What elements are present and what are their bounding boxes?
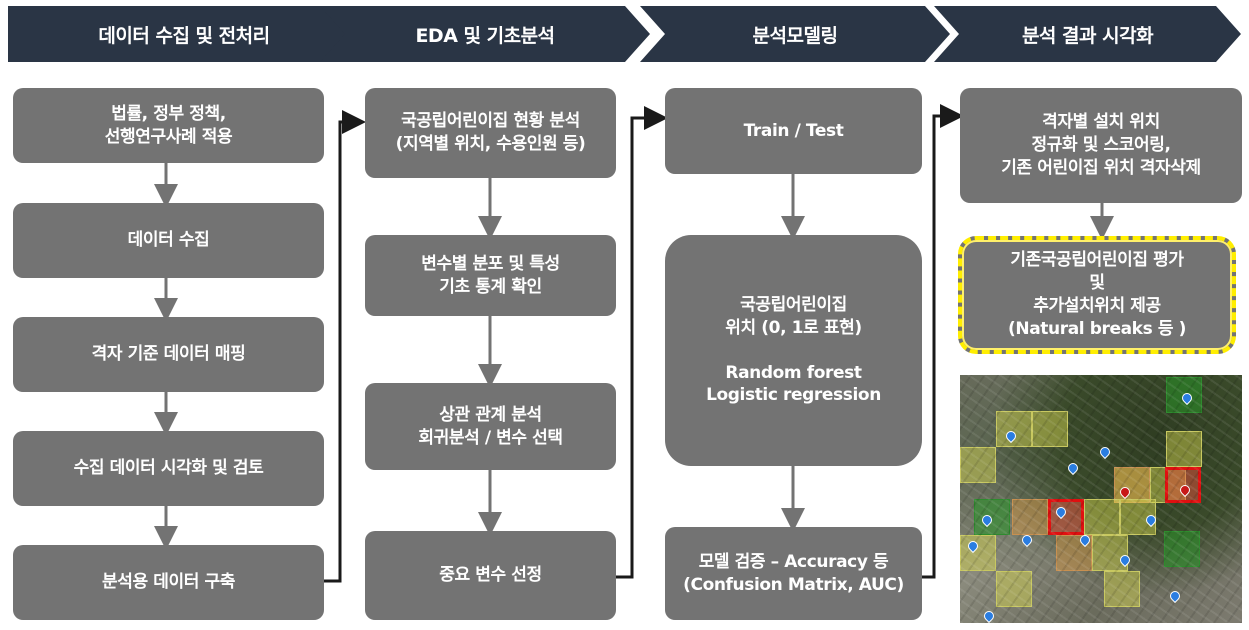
phase-label: 데이터 수집 및 전처리 xyxy=(98,24,270,47)
map-location-pin-icon xyxy=(1077,532,1093,548)
map-grid-cell xyxy=(1164,531,1200,567)
step-text: 수집 데이터 시각화 및 검토 xyxy=(73,458,264,479)
map-grid-cell-selected xyxy=(1048,499,1084,535)
map-location-pin-icon xyxy=(1003,428,1019,444)
step-text: 데이터 수집 xyxy=(127,230,210,251)
step-model-validation: 모델 검증 – Accuracy 등 (Confusion Matrix, AU… xyxy=(665,527,922,620)
step-grid-scoring: 격자별 설치 위치 정규화 및 스코어링, 기존 어린이집 위치 격자삭제 xyxy=(960,88,1242,203)
map-grid-cell xyxy=(1032,411,1068,447)
map-grid-cell xyxy=(1150,467,1186,503)
map-location-pin-icon xyxy=(1117,552,1133,568)
phase-header-visualization: 분석 결과 시각화 xyxy=(934,6,1241,62)
step-variable-distribution: 변수별 분포 및 특성 기초 통계 확인 xyxy=(365,235,616,316)
step-text: 회귀분석 / 변수 선택 xyxy=(418,427,563,448)
step-text: 기초 통계 확인 xyxy=(439,276,542,297)
step-text: Logistic regression xyxy=(706,385,881,406)
step-train-test: Train / Test xyxy=(665,88,922,174)
step-text: 분석용 데이터 구축 xyxy=(102,572,235,593)
step-text: 정규화 및 스코어링, xyxy=(1031,135,1171,156)
phase-header-modeling: 분석모델링 xyxy=(640,6,950,62)
map-location-pin-red-icon xyxy=(1117,484,1133,500)
step-text: 국공립어린이집 현황 분석 xyxy=(401,111,580,132)
step-daycare-status-analysis: 국공립어린이집 현황 분석 (지역별 위치, 수용인원 등) xyxy=(365,88,616,178)
step-text: 선행연구사례 적용 xyxy=(104,126,233,147)
map-grid-cell xyxy=(960,447,996,483)
map-grid-cell xyxy=(1114,467,1150,503)
step-data-collection: 데이터 수집 xyxy=(13,203,324,278)
step-text: 위치 (0, 1로 표현) xyxy=(725,317,862,338)
step-text: 법률, 정부 정책, xyxy=(111,103,226,124)
map-grid-cell xyxy=(1114,467,1150,503)
step-text: 상관 관계 분석 xyxy=(439,404,542,425)
step-text: (지역별 위치, 수용인원 등) xyxy=(395,134,586,154)
step-text: 기존 어린이집 위치 격자삭제 xyxy=(1001,157,1201,178)
result-grid-map xyxy=(960,375,1242,623)
step-text: (Natural breaks 등 ) xyxy=(1008,318,1186,339)
map-location-pin-icon xyxy=(981,608,997,623)
map-location-pin-icon xyxy=(1065,460,1081,476)
map-grid-cell xyxy=(960,535,996,571)
step-correlation-regression: 상관 관계 분석 회귀분석 / 변수 선택 xyxy=(365,383,616,470)
map-location-pin-icon xyxy=(965,538,981,554)
map-location-pin-icon xyxy=(1053,504,1069,520)
map-location-pin-icon xyxy=(1167,588,1183,604)
step-text: 기존국공립어린이집 평가 xyxy=(1010,250,1184,271)
column-connector xyxy=(322,110,366,583)
step-text: 국공립어린이집 xyxy=(740,294,847,315)
phase-label: 분석모델링 xyxy=(752,24,838,47)
map-grid-cell xyxy=(1104,571,1140,607)
step-text: (Confusion Matrix, AUC) xyxy=(683,574,904,595)
map-location-pin-icon xyxy=(979,512,995,528)
map-grid-cell xyxy=(1012,499,1048,535)
map-grid-cell xyxy=(1084,499,1120,535)
step-key-variable-selection: 중요 변수 선정 xyxy=(365,531,616,620)
map-location-pin-red-icon xyxy=(1177,482,1193,498)
map-grid-cell xyxy=(996,571,1032,607)
step-text: 모델 검증 – Accuracy 등 xyxy=(698,551,889,572)
step-text: 변수별 분포 및 특성 xyxy=(421,253,560,274)
step-text: Random forest xyxy=(725,362,862,383)
map-location-pin-icon xyxy=(1143,512,1159,528)
step-law-policy-review: 법률, 정부 정책, 선행연구사례 적용 xyxy=(13,88,324,163)
step-grid-mapping: 격자 기준 데이터 매핑 xyxy=(13,317,324,392)
step-text: 중요 변수 선정 xyxy=(439,565,542,586)
phase-header-eda: EDA 및 기초분석 xyxy=(320,6,650,62)
map-grid-cell xyxy=(1166,431,1202,467)
step-text: Train / Test xyxy=(743,120,844,141)
step-text: 격자 기준 데이터 매핑 xyxy=(91,344,246,365)
column-connector xyxy=(616,106,668,579)
step-data-visual-review: 수집 데이터 시각화 및 검토 xyxy=(13,431,324,506)
column-connector xyxy=(922,104,964,579)
map-grid-cell xyxy=(996,411,1032,447)
map-location-pin-icon xyxy=(1179,390,1195,406)
map-grid-cell xyxy=(974,499,1010,535)
step-text: 추가설치위치 제공 xyxy=(1033,296,1161,316)
map-location-pin-icon xyxy=(1097,444,1113,460)
phase-header-data-collection: 데이터 수집 및 전처리 xyxy=(8,6,360,62)
phase-label: 분석 결과 시각화 xyxy=(1021,24,1154,47)
step-model-training: 국공립어린이집 위치 (0, 1로 표현) Random forest Logi… xyxy=(665,235,922,466)
map-location-pin-icon xyxy=(1019,532,1035,548)
phase-label: EDA 및 기초분석 xyxy=(415,24,555,47)
step-build-dataset: 분석용 데이터 구축 xyxy=(13,545,324,620)
step-text: 격자별 설치 위치 xyxy=(1042,112,1160,133)
step-final-recommendation: 기존국공립어린이집 평가 및 추가설치위치 제공 (Natural breaks… xyxy=(958,236,1236,354)
step-text: 및 xyxy=(1089,273,1105,294)
